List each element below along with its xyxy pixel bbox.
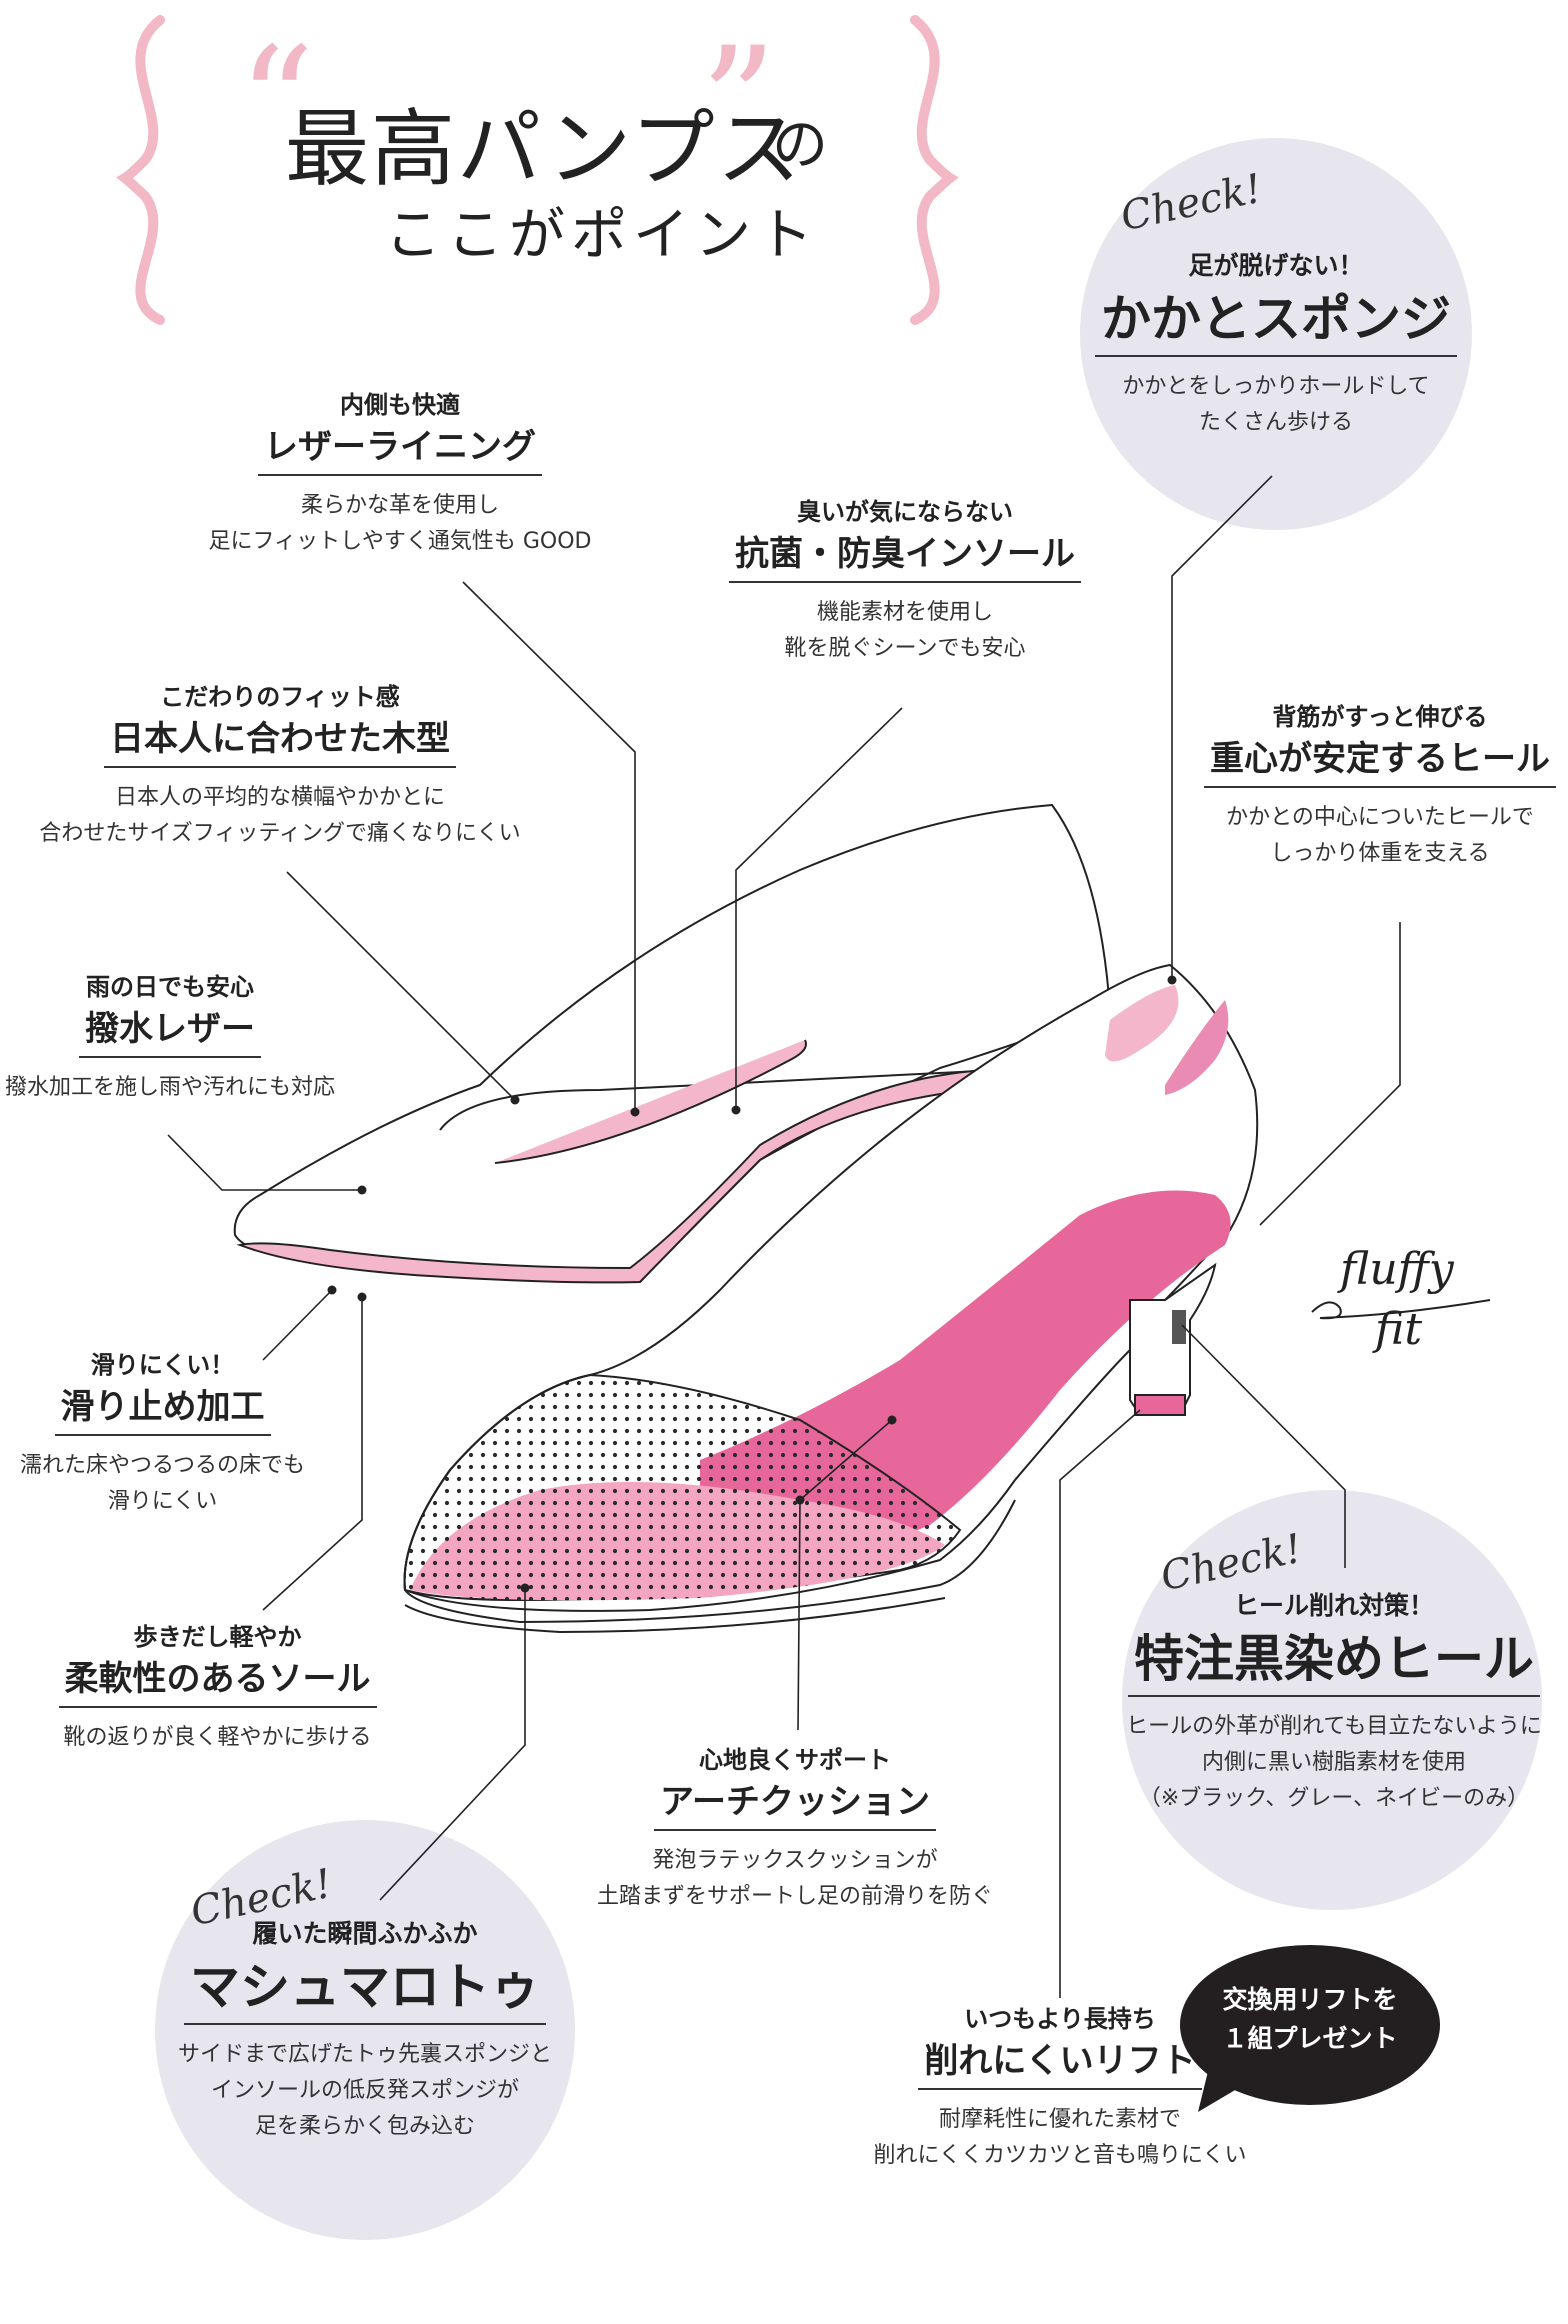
feature-black-heel-desc: ヒールの外革が削れても目立たないように 内側に黒い樹脂素材を使用 （※ブラック、… [1126, 1713, 1542, 1812]
feature-water-repellent: 雨の日でも安心 撥水レザー 撥水加工を施し雨や汚れにも対応 [0, 972, 340, 1106]
feature-lift-title: 削れにくいリフト [918, 2039, 1202, 2090]
feature-heel-desc: かかとの中心についたヒールで しっかり体重を支える [1226, 804, 1534, 867]
check-circle-black-heel [1122, 1490, 1542, 1910]
feature-insole: 臭いが気にならない 抗菌・防臭インソール 機能素材を使用し 靴を脱ぐシーンでも安… [700, 497, 1110, 668]
feature-heel-sponge-sub: 足が脱げない！ [1188, 251, 1364, 280]
feature-heel-title: 重心が安定するヒール [1204, 737, 1556, 788]
feature-last-sub: こだわりのフィット感 [160, 683, 400, 711]
headline-quote-open: “ [238, 16, 315, 190]
feature-flexible-sole-title: 柔軟性のあるソール [58, 1657, 377, 1708]
feature-leather-lining: 内側も快適 レザーライニング 柔らかな革を使用し 足にフィットしやすく通気性も … [190, 390, 610, 561]
feature-insole-sub: 臭いが気にならない [797, 498, 1013, 526]
feature-insole-title: 抗菌・防臭インソール [729, 532, 1081, 583]
check-circle-heel-sponge [1080, 138, 1472, 530]
check-circle-marshmallow-toe [155, 1820, 575, 2240]
front-shoe [403, 963, 1259, 1634]
feature-marshmallow-toe-sub: 履いた瞬間ふかふか [252, 1919, 478, 1948]
gift-bubble-line2: １組プレゼント [1222, 2023, 1398, 2053]
feature-leather-lining-title: レザーライニング [258, 425, 542, 476]
feature-non-slip-sub: 滑りにくい！ [90, 1351, 235, 1379]
feature-marshmallow-toe: 履いた瞬間ふかふか マシュマロトゥ サイドまで広げたトゥ先裏スポンジと インソー… [155, 1918, 575, 2145]
leader-dots [327, 975, 1177, 1593]
feature-arch-cushion-title: アーチクッション [654, 1780, 936, 1831]
feature-arch-cushion-sub: 心地良くサポート [699, 1746, 891, 1774]
feature-marshmallow-toe-desc: サイドまで広げたトゥ先裏スポンジと インソールの低反発スポンジが 足を柔らかく包… [177, 2041, 552, 2140]
feature-last-title: 日本人に合わせた木型 [104, 717, 456, 768]
feature-arch-cushion-desc: 発泡ラテックスクッションが 土踏まずをサポートし足の前滑りを防ぐ [596, 1847, 993, 1910]
gift-bubble-line1: 交換用リフトを [1222, 1985, 1398, 2014]
feature-heel: 背筋がすっと伸びる 重心が安定するヒール かかとの中心についたヒールで しっかり… [1200, 702, 1560, 873]
feature-lift: いつもより長持ち 削れにくいリフト 耐摩耗性に優れた素材で 削れにくくカツカツと… [860, 2004, 1260, 2175]
feature-non-slip: 滑りにくい！ 滑り止め加工 濡れた床やつるつるの床でも 滑りにくい [0, 1350, 325, 1521]
headline-quote-close: ” [700, 16, 777, 190]
feature-water-repellent-sub: 雨の日でも安心 [86, 973, 254, 1001]
leader-lines [167, 475, 1401, 1998]
feature-insole-desc: 機能素材を使用し 靴を脱ぐシーンでも安心 [784, 599, 1026, 662]
feature-heel-sponge-title: かかとスポンジ [1095, 287, 1457, 357]
feature-lift-sub: いつもより長持ち [964, 2005, 1156, 2033]
feature-water-repellent-desc: 撥水加工を施し雨や汚れにも対応 [4, 1074, 335, 1100]
feature-leather-lining-sub: 内側も快適 [340, 391, 460, 419]
feature-heel-sub: 背筋がすっと伸びる [1272, 703, 1488, 731]
feature-last: こだわりのフィット感 日本人に合わせた木型 日本人の平均的な横幅やかかとに 合わ… [20, 682, 540, 853]
headline-sub: ここがポイント [385, 203, 819, 268]
headline-suffix: の [772, 113, 828, 178]
back-shoe [233, 803, 1112, 1284]
feature-flexible-sole: 歩きだし軽やか 柔軟性のあるソール 靴の返りが良く軽やかに歩ける [40, 1622, 395, 1756]
feature-black-heel-title: 特注黒染めヒール [1128, 1627, 1540, 1697]
brand-fluffy: fluffy [1340, 1244, 1454, 1295]
feature-water-repellent-title: 撥水レザー [79, 1007, 261, 1058]
feature-black-heel-sub: ヒール削れ対策！ [1233, 1591, 1434, 1620]
feature-heel-sponge-desc: かかとをしっかりホールドして たくさん歩ける [1122, 373, 1430, 435]
feature-non-slip-title: 滑り止め加工 [54, 1385, 271, 1436]
feature-flexible-sole-desc: 靴の返りが良く軽やかに歩ける [63, 1724, 372, 1750]
gift-speech-bubble: 交換用リフトを １組プレゼント [1180, 1945, 1440, 2105]
feature-arch-cushion: 心地良くサポート アーチクッション 発泡ラテックスクッションが 土踏まずをサポー… [580, 1745, 1010, 1916]
feature-leather-lining-desc: 柔らかな革を使用し 足にフィットしやすく通気性も GOOD [208, 492, 592, 555]
feature-non-slip-desc: 濡れた床やつるつるの床でも 滑りにくい [19, 1452, 306, 1515]
feature-flexible-sole-sub: 歩きだし軽やか [133, 1623, 302, 1651]
feature-black-heel: ヒール削れ対策！ 特注黒染めヒール ヒールの外革が削れても目立たないように 内側… [1100, 1590, 1568, 1817]
feature-heel-sponge: 足が脱げない！ かかとスポンジ かかとをしっかりホールドして たくさん歩ける [1080, 250, 1472, 441]
feature-lift-desc: 耐摩耗性に優れた素材で 削れにくくカツカツと音も鳴りにくい [873, 2106, 1247, 2169]
feature-last-desc: 日本人の平均的な横幅やかかとに 合わせたサイズフィッティングで痛くなりにくい [39, 784, 521, 847]
headline-main: 最高パンプス [285, 100, 803, 198]
feature-marshmallow-toe-title: マシュマロトゥ [184, 1955, 546, 2025]
